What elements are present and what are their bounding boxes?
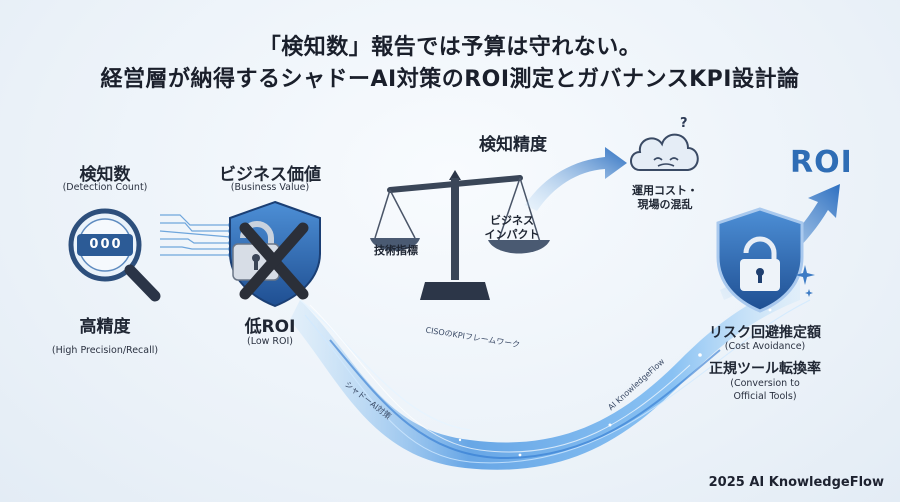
- low-roi-label: 低ROI: [244, 317, 296, 337]
- low-roi-sub: (Low ROI): [246, 336, 294, 347]
- secure-lock-shield-icon: [716, 207, 804, 313]
- ops-cost-label-line2: 現場の混乱: [637, 198, 693, 211]
- tech-indicator-label: 技術指標: [374, 244, 418, 257]
- balance-scale-icon: [370, 170, 550, 300]
- high-precision-label: 高精度: [79, 317, 131, 337]
- risk-avoidance-label: リスク回避推定額: [709, 325, 821, 341]
- business-value-sub: (Business Value): [230, 182, 310, 193]
- high-precision-sub: (High Precision/Recall): [51, 345, 159, 356]
- worried-cloud-icon: [630, 133, 699, 171]
- detection-count-label: 検知数: [79, 165, 131, 185]
- broken-lock-shield-icon: [229, 200, 321, 308]
- sparkle-icon: [795, 265, 815, 297]
- page-title-line2: 経営層が納得するシャドーAI対策のROI測定とガバナンスKPI設計論: [100, 67, 800, 92]
- business-impact-label-line2: インパクト: [484, 228, 540, 241]
- ops-cost-label-line1: 運用コスト・: [632, 184, 698, 197]
- business-value-label: ビジネス価値: [219, 165, 321, 185]
- detection-accuracy-label: 検知精度: [479, 135, 547, 155]
- conversion-rate-label: 正規ツール転換率: [709, 361, 821, 377]
- question-mark-icon: ?: [680, 116, 688, 131]
- business-impact-label-line1: ビジネス: [490, 214, 534, 227]
- magnifier-icon: [68, 208, 161, 302]
- arrow-to-cloud-icon: [525, 147, 627, 211]
- footer-credit: 2025 AI KnowledgeFlow: [708, 475, 884, 490]
- risk-avoidance-sub: (Cost Avoidance): [724, 341, 806, 352]
- counter-display: 000: [89, 236, 123, 252]
- detection-count-sub: (Detection Count): [62, 182, 148, 193]
- roi-label: ROI: [790, 145, 853, 180]
- conversion-rate-sub-line1: (Conversion to: [730, 378, 800, 389]
- conversion-rate-sub-line2: Official Tools): [733, 391, 797, 402]
- page-title-line1: 「検知数」報告では予算は守れない。: [258, 35, 642, 60]
